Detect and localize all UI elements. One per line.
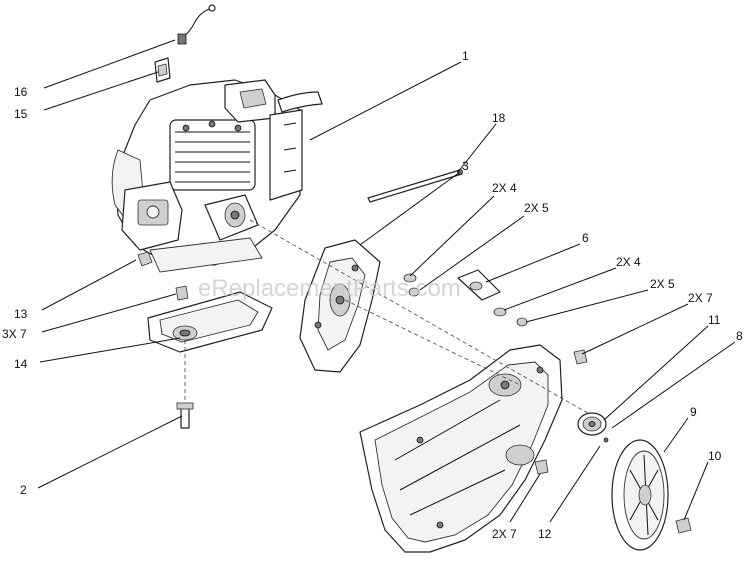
nut-7-lower: [534, 459, 549, 475]
nut-7-engine: [175, 285, 189, 301]
washers-4-5: [403, 273, 528, 327]
nut-13: [137, 251, 153, 267]
callout-11: 11: [708, 313, 721, 327]
leader-lines: [37, 39, 736, 523]
callout-2x5-upper: 2X 5: [524, 201, 549, 215]
engine-assembly: [111, 79, 323, 273]
callout-2: 2: [20, 483, 27, 497]
callout-15: 15: [14, 107, 28, 121]
bearing-11: [577, 412, 607, 436]
spacer-6: [457, 269, 501, 301]
base-plate: [147, 291, 273, 353]
callout-9: 9: [690, 405, 697, 419]
callout-1: 1: [462, 49, 469, 63]
callout-2x4-lower: 2X 4: [616, 255, 641, 269]
bolt-2: [176, 402, 194, 429]
callout-16: 16: [14, 85, 28, 99]
transmission-housing: [359, 344, 563, 553]
callout-2x7-right: 2X 7: [688, 291, 713, 305]
callout-12: 12: [538, 527, 552, 541]
callout-labels: 1 18 3 2X 4 2X 5 6 2X 4 2X 5 2X 7 11 8 9…: [2, 49, 743, 541]
callout-2x4-upper: 2X 4: [492, 181, 517, 195]
callout-10: 10: [708, 449, 722, 463]
cable-and-clip: [154, 4, 216, 83]
callout-2x5-lower: 2X 5: [650, 277, 675, 291]
rod-part-18: [367, 169, 463, 203]
callout-2x7-bottom: 2X 7: [492, 527, 517, 541]
callout-13: 13: [14, 307, 28, 321]
callout-3x7: 3X 7: [2, 327, 27, 341]
wheel-9: [611, 439, 669, 551]
watermark-text: eReplacementParts.com: [198, 275, 461, 302]
callout-3: 3: [462, 159, 469, 173]
callout-8: 8: [736, 329, 743, 343]
callout-14: 14: [14, 357, 28, 371]
mounting-bracket: [299, 239, 381, 373]
callout-6: 6: [582, 231, 589, 245]
nut-10: [675, 517, 692, 534]
callout-18: 18: [492, 111, 506, 125]
